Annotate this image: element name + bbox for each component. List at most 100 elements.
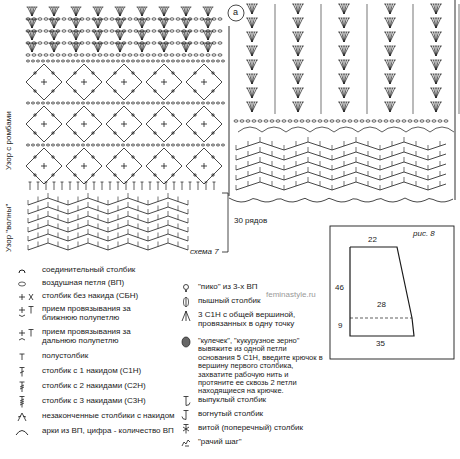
chain-stitch [26,60,29,62]
fan-stroke [115,7,117,8]
chain-stitch [161,144,164,146]
fan-stroke [440,88,442,89]
fan-stroke [430,4,432,5]
fan-stroke [345,4,347,5]
fan-stroke [117,19,119,20]
fan-stroke [348,60,350,61]
chain-stitch [66,60,69,62]
chain-stitch [402,120,406,122]
fan-stroke [256,46,258,47]
sc-stitch [93,131,94,135]
fan-stroke [160,19,164,28]
fan-stroke [298,88,303,98]
wave-stitch [78,197,79,202]
sc-stitch [195,173,196,177]
fan-stroke [434,46,436,56]
dc-stitch [94,182,95,190]
diamond-outline [26,106,62,142]
chain-stitch [104,18,108,20]
wave-stitch [416,171,417,176]
chain-stitch [96,144,99,146]
fan-stroke [186,7,190,16]
fan-stroke [341,32,343,33]
fan-stroke [93,43,95,44]
fan-stroke [436,60,441,70]
fan-stroke [296,60,298,70]
fan-stroke [247,46,252,56]
diamond-outline [186,106,222,142]
chain-stitch [196,102,199,104]
fan-stroke [440,60,442,61]
wave-stitch [344,141,345,146]
wave-stitch [78,233,79,238]
fan-stroke [302,88,304,89]
dc-stitch [70,182,71,190]
fan-stroke [389,60,391,61]
fan-stroke [297,74,299,75]
chain-stitch [221,60,224,62]
fan-stroke [345,88,347,89]
fan-stroke [433,74,435,75]
chain-stitch [146,42,150,44]
fan-stroke [339,74,344,84]
sc-stitch [75,89,76,93]
fan-stroke [159,7,161,8]
wave-stitch [78,206,79,211]
chain-stitch [258,120,262,122]
fan-stroke [387,18,389,19]
chain-stitch [96,60,99,62]
chain-stitch [166,60,169,62]
fan-stroke [162,43,164,52]
stitch-stroke [29,294,33,300]
wave-stitch [188,218,189,223]
wave-stitch [320,151,321,156]
wave-stitch [296,141,297,146]
fan-stroke [120,43,124,52]
wave-stitch [28,200,29,205]
chain-stitch [36,60,39,62]
fan-stroke [343,18,345,19]
sc-stitch [93,71,94,75]
chain-stitch [212,30,216,32]
stitch-symbol [19,330,34,341]
wave-stitch [440,181,441,186]
stitch-stroke [20,385,24,387]
fan-stroke [246,46,248,47]
fan-stroke [138,7,142,16]
fan-stroke [32,31,36,40]
wave-stitch [48,238,49,243]
wave-stitch [188,209,189,214]
fan-stroke [30,43,32,52]
stitch-stroke [20,367,25,368]
stitch-stroke [182,311,186,321]
dimension: 9 [338,321,342,330]
fan-stroke [161,7,163,8]
fan-stroke [299,18,301,19]
fan-stroke [99,19,101,20]
chain-stitch [221,102,224,104]
fan-stroke [50,43,54,52]
chain-stitch [41,60,44,62]
wave-stitch [158,233,159,238]
chain-stitch [134,42,138,44]
fan-stroke [98,31,102,40]
chain-stitch [134,30,138,32]
wave-stitch [68,200,69,205]
dc-stitch [46,182,47,190]
wave-row [236,172,446,180]
dc-stitch [102,182,103,190]
stitch-stroke [22,382,23,392]
fan-stroke [118,7,120,16]
wave-stitch [248,141,249,146]
wave-row [236,162,446,170]
wave-stitch [58,197,59,202]
fan-stroke [143,7,145,8]
fan-stroke [31,19,33,20]
dc-stitch [86,182,87,190]
chain-stitch [110,54,114,56]
fan-stroke [29,19,31,20]
wave-stitch [284,145,285,150]
sc-stitch [173,173,174,177]
fan-stroke [121,43,123,44]
fan-stroke [297,60,299,61]
